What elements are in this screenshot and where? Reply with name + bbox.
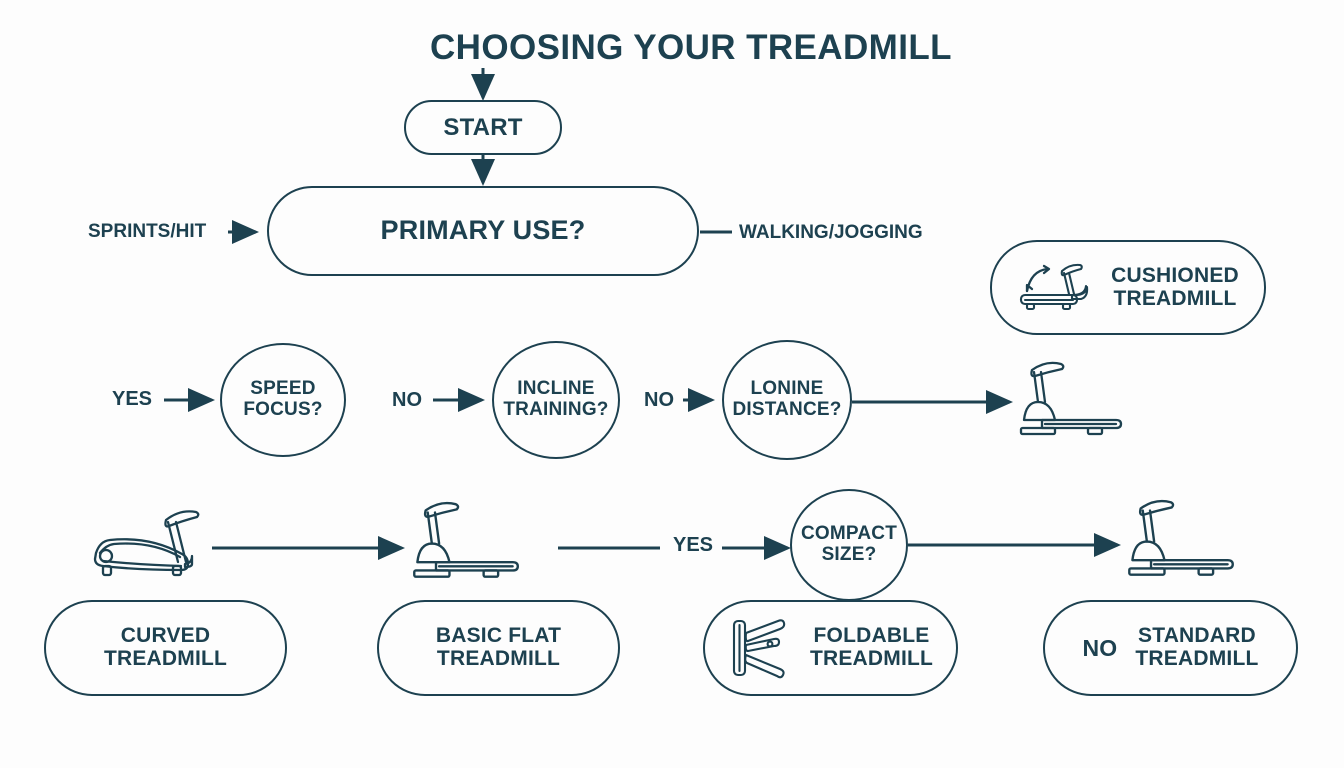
- node-cushioned-treadmill-label: CUSHIONED TREADMILL: [1111, 263, 1239, 310]
- incline-line1: INCLINE: [517, 378, 595, 400]
- node-compact-size-label: COMPACT SIZE?: [801, 524, 897, 565]
- standard-line1: STANDARD: [1138, 624, 1256, 648]
- node-basic-flat-treadmill-label: BASIC FLAT TREADMILL: [436, 625, 561, 670]
- foldable-treadmill-icon: [728, 615, 800, 681]
- node-speed-focus-label: SPEED FOCUS?: [243, 379, 322, 420]
- node-incline-training-label: INCLINE TRAINING?: [503, 379, 608, 420]
- node-primary-use-label: PRIMARY USE?: [380, 215, 586, 246]
- node-standard-prefix: NO: [1082, 634, 1118, 661]
- node-curved-treadmill[interactable]: CURVED TREADMILL: [44, 600, 287, 696]
- basic-line2: TREADMILL: [436, 647, 561, 670]
- node-foldable-treadmill-label: FOLDABLE TREADMILL: [810, 625, 933, 670]
- node-lonine-distance[interactable]: LONINE DISTANCE?: [722, 340, 852, 460]
- edge-label-no-distance: NO: [644, 389, 674, 411]
- flat-treadmill-icon: [1012, 358, 1128, 443]
- compact-line1: COMPACT: [800, 523, 898, 545]
- curved-line2: TREADMILL: [103, 647, 228, 670]
- incline-line2: TRAINING?: [503, 399, 609, 420]
- edge-label-yes-speed: YES: [112, 388, 153, 410]
- edge-label-no-incline: NO: [392, 389, 422, 411]
- node-compact-size[interactable]: COMPACT SIZE?: [790, 489, 908, 601]
- cushioned-line1: CUSHIONED: [1111, 263, 1239, 287]
- speed-line1: SPEED: [250, 378, 316, 400]
- page-title: CHOOSING YOUR TREADMILL: [430, 28, 952, 67]
- node-standard-treadmill-label: STANDARD TREADMILL: [1135, 625, 1258, 670]
- node-lonine-distance-label: LONINE DISTANCE?: [732, 379, 841, 420]
- standard-line2: TREADMILL: [1135, 647, 1259, 670]
- edge-label-sprints-hit: SPRINTS/HIT: [88, 221, 207, 242]
- compact-line2: SIZE?: [821, 544, 877, 565]
- foldable-line1: FOLDABLE: [813, 624, 930, 648]
- distance-line2: DISTANCE?: [732, 399, 842, 420]
- speed-line2: FOCUS?: [243, 399, 323, 420]
- node-foldable-treadmill[interactable]: FOLDABLE TREADMILL: [703, 600, 958, 696]
- node-start-label: START: [443, 113, 523, 141]
- node-standard-treadmill[interactable]: NO STANDARD TREADMILL: [1043, 600, 1298, 696]
- node-incline-training[interactable]: INCLINE TRAINING?: [492, 341, 620, 459]
- node-cushioned-treadmill[interactable]: CUSHIONED TREADMILL: [990, 240, 1266, 335]
- cushioned-line2: TREADMILL: [1113, 286, 1237, 310]
- node-curved-treadmill-label: CURVED TREADMILL: [104, 625, 227, 670]
- flat-treadmill-icon: [404, 498, 526, 586]
- cushioned-treadmill-icon: [1017, 257, 1099, 319]
- edge-label-yes-compact: YES: [673, 534, 714, 556]
- basic-line1: BASIC FLAT: [435, 624, 562, 648]
- curved-treadmill-icon: [86, 498, 212, 588]
- curved-line1: CURVED: [120, 624, 211, 648]
- flat-treadmill-icon: [1120, 496, 1240, 584]
- node-start[interactable]: START: [404, 100, 562, 155]
- distance-line1: LONINE: [750, 378, 824, 400]
- node-basic-flat-treadmill[interactable]: BASIC FLAT TREADMILL: [377, 600, 620, 696]
- node-speed-focus[interactable]: SPEED FOCUS?: [220, 343, 346, 457]
- node-primary-use[interactable]: PRIMARY USE?: [267, 186, 699, 276]
- edge-label-walking-jogging: WALKING/JOGGING: [739, 222, 923, 243]
- foldable-line2: TREADMILL: [809, 647, 934, 670]
